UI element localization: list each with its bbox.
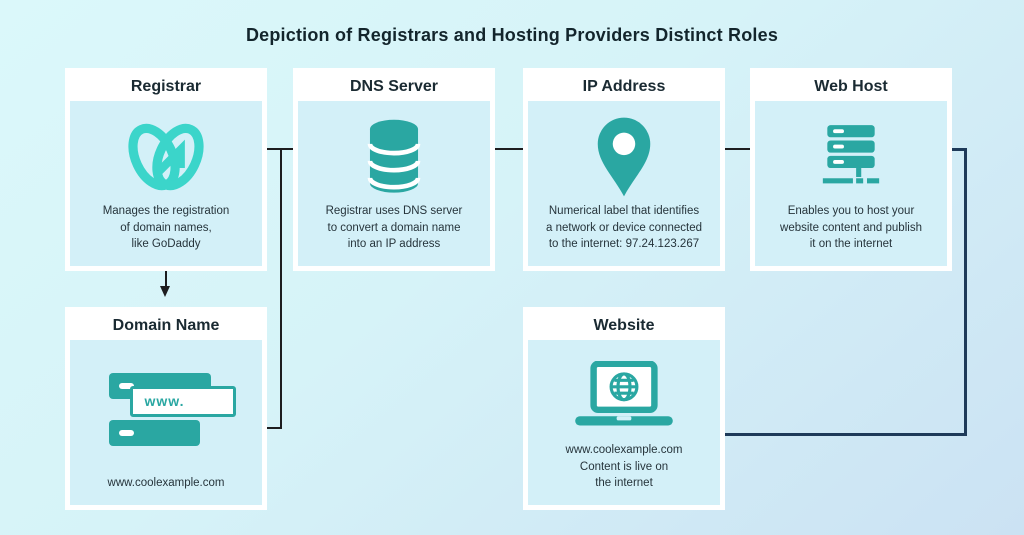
www-address-bar: www. [129, 385, 236, 417]
box-registrar: Registrar Manages the registration of do… [65, 68, 267, 271]
www-label: www. [144, 392, 185, 409]
domain-name-description: www.coolexample.com [107, 477, 225, 490]
box-website: Website www.coolexample.com Content i [523, 307, 725, 510]
server-bar [108, 419, 200, 446]
web-host-heading: Web Host [755, 73, 947, 101]
connector-webhost-vertical [964, 148, 967, 436]
ip-address-heading: IP Address [528, 73, 720, 101]
website-description: www.coolexample.com Content is live on t… [565, 443, 683, 490]
page-title: Depiction of Registrars and Hosting Prov… [245, 25, 779, 45]
registrar-description: Manages the registration of domain names… [102, 205, 230, 251]
registrar-heading: Registrar [70, 73, 262, 101]
connector-to-website-horizontal [712, 433, 967, 436]
dns-server-description: Registrar uses DNS server to convert a d… [325, 204, 463, 251]
dns-server-heading: DNS Server [298, 73, 490, 101]
database-icon [363, 111, 425, 203]
arrow-ip-to-webhost [703, 148, 765, 150]
ip-address-description: Numerical label that identifies a networ… [546, 204, 702, 251]
location-pin-icon [594, 111, 654, 203]
arrow-registrar-to-dns [243, 148, 307, 150]
domain-tag-icon: www. [108, 350, 236, 475]
arrow-dns-to-ip [473, 148, 535, 150]
box-web-host: Web Host [750, 68, 952, 271]
box-domain-name: Domain Name www. www.coolexample.com [65, 307, 267, 510]
server-rack-icon [819, 111, 883, 203]
laptop-globe-icon [573, 350, 675, 442]
box-ip-address: IP Address Numerical label that identifi… [523, 68, 725, 271]
web-host-description: Enables you to host your website content… [780, 204, 922, 251]
box-dns-server: DNS Server Registrar uses DNS serve [293, 68, 495, 271]
arrowhead-to-domain-icon [160, 286, 170, 297]
arrow-registrar-to-domain [165, 256, 167, 288]
connector-domain-vertical [280, 148, 282, 429]
website-heading: Website [528, 312, 720, 340]
godaddy-logo-icon [120, 111, 212, 203]
domain-name-heading: Domain Name [70, 312, 262, 340]
